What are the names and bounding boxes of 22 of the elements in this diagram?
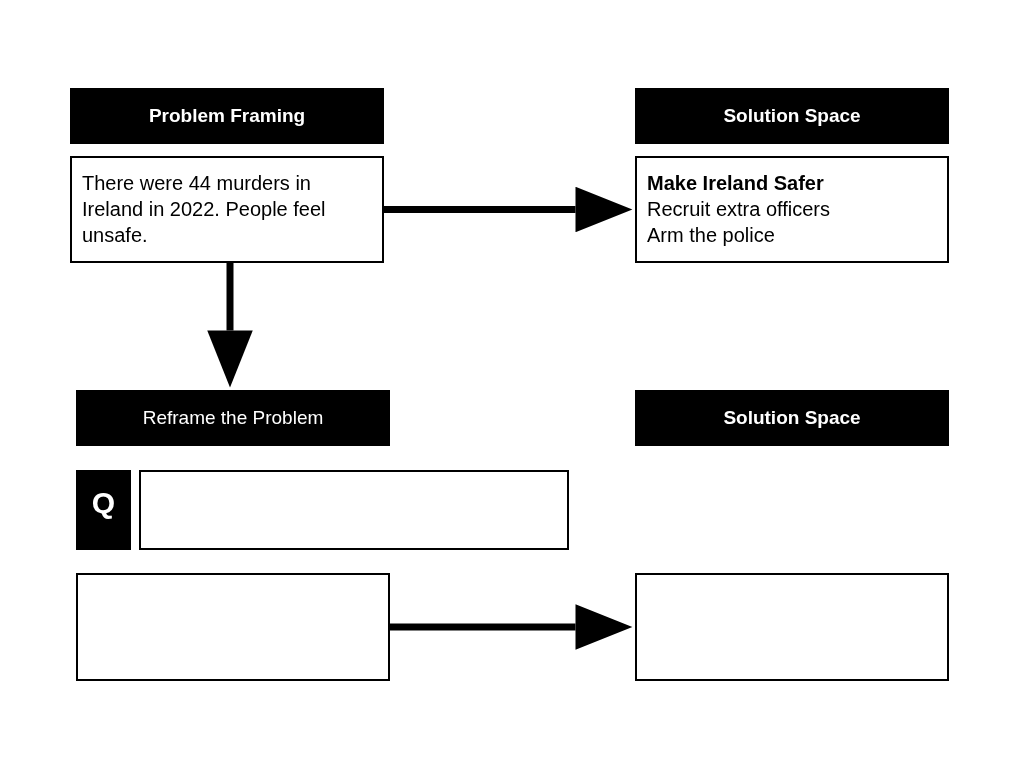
text-box bbox=[635, 156, 949, 263]
header-text: Solution Space bbox=[723, 105, 861, 127]
question-label: Q bbox=[91, 486, 116, 520]
header-text: Solution Space bbox=[723, 407, 861, 429]
answer-box bbox=[76, 573, 390, 681]
header-bar bbox=[76, 390, 390, 446]
body-text: Arm the police bbox=[647, 223, 776, 248]
question-tab bbox=[76, 470, 131, 550]
answer-box bbox=[139, 470, 569, 550]
header-bar bbox=[635, 88, 949, 144]
text-box bbox=[70, 156, 384, 263]
arrow bbox=[384, 186, 633, 233]
arrow bbox=[390, 604, 633, 650]
header-bar bbox=[70, 88, 384, 144]
arrow bbox=[207, 263, 253, 388]
header-text: Reframe the Problem bbox=[142, 407, 324, 429]
body-text: Recruit extra officers bbox=[647, 197, 832, 222]
heading-text: Make Ireland Safer bbox=[647, 171, 825, 196]
body-text: There were 44 murders in Ireland in 2022. People feel unsafe. bbox=[82, 171, 327, 248]
answer-box bbox=[635, 573, 949, 681]
header-bar bbox=[635, 390, 949, 446]
header-text: Problem Framing bbox=[148, 105, 306, 127]
